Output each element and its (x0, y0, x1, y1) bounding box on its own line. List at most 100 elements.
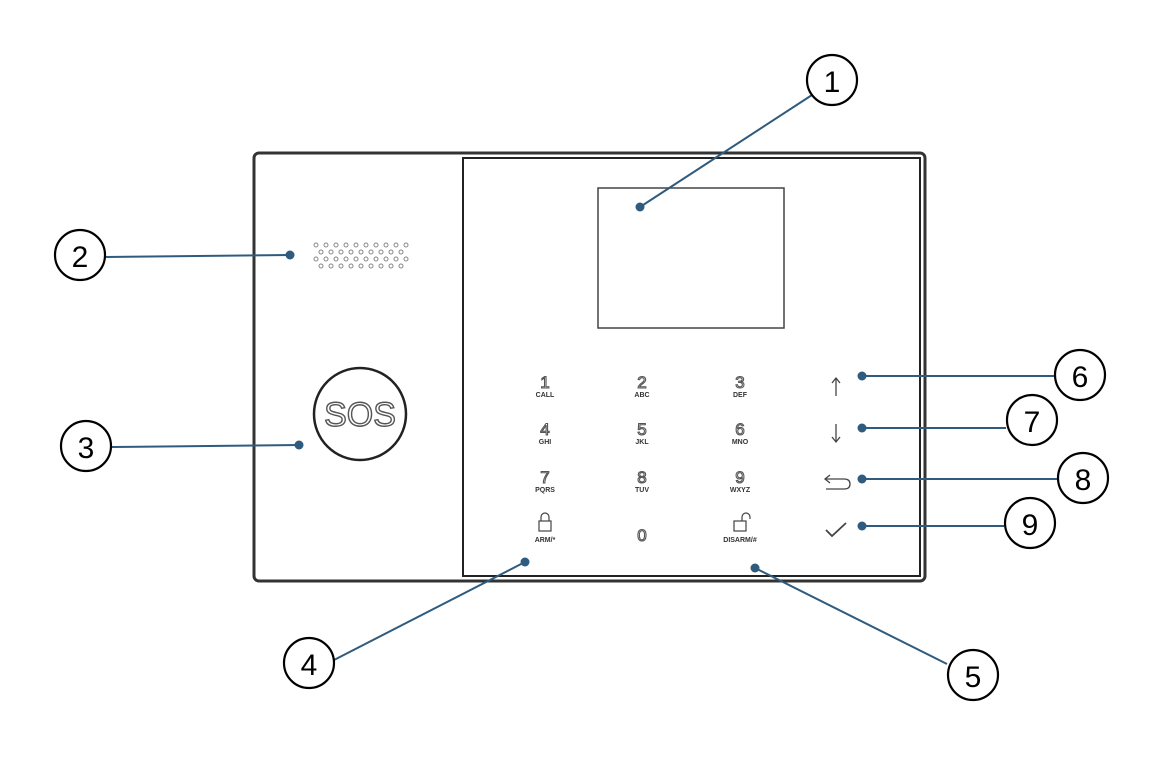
callout-8: 8 (857, 451, 1110, 505)
grille-hole (403, 256, 409, 262)
side-keys (823, 376, 851, 538)
grille-hole (353, 256, 359, 262)
grille-hole (378, 249, 384, 255)
leader-dot (857, 521, 867, 531)
check-icon[interactable] (825, 522, 847, 538)
grille-hole (313, 256, 319, 262)
callout-number: 7 (1024, 406, 1041, 439)
callout-5: 5 (750, 563, 1000, 702)
unlock-icon (733, 512, 751, 532)
grille-hole (313, 242, 319, 248)
leader-line (111, 444, 300, 448)
grille-hole (328, 263, 334, 269)
grille-hole (343, 256, 349, 262)
grille-hole (378, 263, 384, 269)
grille-hole (348, 263, 354, 269)
sos-button[interactable]: SOS (312, 366, 408, 462)
grille-hole (358, 263, 364, 269)
grille-hole (368, 263, 374, 269)
key-letters: DISARM/# (723, 537, 757, 544)
leader-dot (857, 474, 867, 484)
grille-hole (388, 249, 394, 255)
key-letters: ABC (634, 392, 649, 399)
leader-dot (635, 202, 645, 212)
grille-hole (403, 242, 409, 248)
back-icon[interactable] (823, 474, 851, 490)
key-digit: 2 (637, 373, 646, 392)
grille-hole (383, 256, 389, 262)
grille-hole (363, 242, 369, 248)
key-letters: CALL (536, 392, 555, 399)
callout-number: 3 (78, 432, 95, 465)
key-digit: 1 (540, 373, 549, 392)
callout-number: 8 (1075, 464, 1092, 497)
leader-line (639, 94, 813, 208)
keypad-key[interactable]: ARM/* (535, 512, 556, 544)
key-digit: 5 (637, 420, 646, 439)
lock-icon (538, 512, 552, 532)
leader-dot (750, 563, 760, 573)
callout-circle (805, 53, 859, 107)
key-digit: 6 (735, 420, 744, 439)
grille-hole (358, 249, 364, 255)
grille-hole (398, 263, 404, 269)
callout-number: 4 (301, 649, 318, 682)
keypad-key[interactable]: DISARM/# (723, 512, 757, 544)
grille-hole (333, 256, 339, 262)
grille-hole (348, 249, 354, 255)
key-letters: WXYZ (730, 487, 751, 494)
grille-hole (398, 249, 404, 255)
callout-number: 6 (1072, 361, 1089, 394)
leader-dot (857, 371, 867, 381)
callout-4: 4 (282, 557, 530, 690)
leader-line (754, 567, 948, 665)
grille-hole (323, 242, 329, 248)
keypad-key[interactable]: 0 (637, 525, 648, 545)
arrow-down-icon[interactable] (831, 424, 841, 444)
leader-dot (285, 250, 295, 260)
grille-hole (393, 256, 399, 262)
key-letters: TUV (635, 487, 649, 494)
key-letters: DEF (733, 392, 748, 399)
callout-circle (53, 228, 107, 282)
grille-hole (333, 242, 339, 248)
callout-number: 1 (824, 66, 841, 99)
callout-number: 5 (965, 661, 982, 694)
grille-hole (318, 249, 324, 255)
callout-2: 2 (53, 228, 295, 282)
grille-hole (328, 249, 334, 255)
grille-hole (368, 249, 374, 255)
callout-9: 9 (857, 496, 1057, 550)
grille-hole (343, 242, 349, 248)
callout-circle (1005, 393, 1059, 447)
leader-line (333, 561, 526, 661)
key-digit: 9 (735, 468, 744, 487)
callout-7: 7 (857, 393, 1059, 447)
grille-hole (388, 263, 394, 269)
grille-hole (323, 256, 329, 262)
callout-1: 1 (635, 53, 859, 212)
grille-hole (373, 256, 379, 262)
leader-line (105, 254, 291, 258)
key-letters: PQRS (535, 487, 555, 494)
arrow-up-icon[interactable] (831, 376, 841, 396)
grille-hole (318, 263, 324, 269)
lcd-screen (597, 187, 785, 329)
callout-number: 9 (1022, 509, 1039, 542)
leader-dot (520, 557, 530, 567)
speaker-grille (313, 242, 409, 269)
sos-label: SOS (324, 396, 396, 434)
grille-hole (363, 256, 369, 262)
key-letters: JKL (635, 439, 649, 446)
